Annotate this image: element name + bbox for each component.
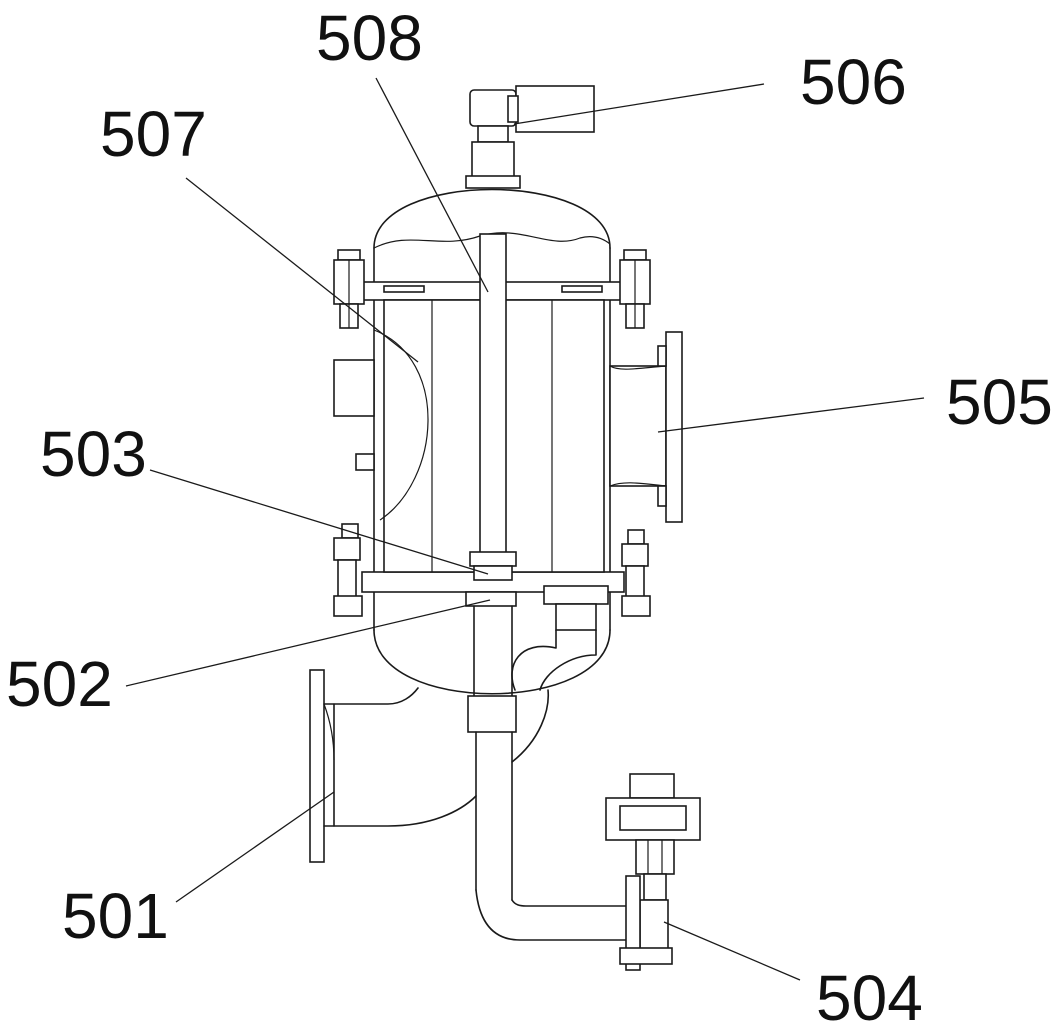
leader-502 xyxy=(125,599,491,687)
inlet-pipe xyxy=(309,669,477,863)
central-shaft xyxy=(469,233,517,581)
left-side-fittings xyxy=(333,359,375,471)
label-503: 503 xyxy=(40,418,147,490)
bottom-fittings xyxy=(465,585,609,733)
drain-valve xyxy=(605,773,701,971)
outlet-flange xyxy=(609,331,683,523)
flange-bolts xyxy=(333,249,651,617)
label-507: 507 xyxy=(100,98,207,170)
leader-504 xyxy=(663,921,801,981)
leader-506 xyxy=(513,83,765,125)
label-504: 504 xyxy=(816,962,923,1030)
drain-line xyxy=(475,689,629,941)
label-502: 502 xyxy=(6,648,113,720)
leader-508 xyxy=(375,77,489,293)
leader-507 xyxy=(185,177,419,363)
top-motor xyxy=(465,85,595,189)
leader-503 xyxy=(149,469,489,575)
label-508: 508 xyxy=(316,2,423,74)
label-501: 501 xyxy=(62,880,169,952)
label-506: 506 xyxy=(800,46,907,118)
label-505: 505 xyxy=(946,366,1053,438)
leader-lines xyxy=(125,77,925,981)
leader-501 xyxy=(175,791,335,903)
leader-505 xyxy=(657,397,925,433)
reference-labels: 508 506 507 505 503 502 501 504 xyxy=(6,2,1053,1030)
